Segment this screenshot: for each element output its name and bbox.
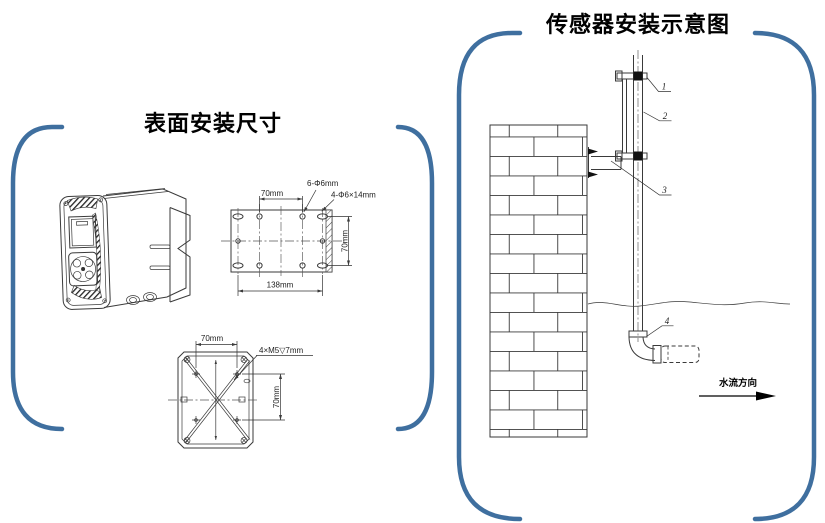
plate-dim-top: 70mm — [261, 189, 284, 198]
flow-arrow-head — [756, 391, 776, 401]
frame-left-bracket — [456, 30, 523, 522]
cable-glands — [126, 292, 157, 305]
callout-4: 4 — [665, 316, 670, 326]
mount-plate-drawing: 70mm 70mm 138mm 6-Φ6mm 4-Φ6×14mm — [221, 179, 376, 296]
frame-left-bracket — [10, 124, 65, 432]
back-plate-dim-top: 70mm — [201, 334, 224, 343]
wall-bracket-arm — [588, 147, 622, 178]
sensor-connector — [652, 345, 662, 364]
clamp-rod — [622, 79, 627, 153]
pipe-clamp-top — [615, 70, 648, 82]
plate-holes-label: 6-Φ6mm — [307, 179, 339, 188]
controller-3d-view — [59, 188, 191, 310]
frame-right-bracket — [395, 124, 435, 432]
callout-3: 3 — [661, 185, 667, 195]
anchor-bolt — [588, 148, 598, 155]
back-plate-drawing: 70mm 70mm 4×M5▽7mm — [168, 334, 313, 449]
plate-dim-bottom: 138mm — [267, 281, 294, 290]
back-plate-thread-label: 4×M5▽7mm — [259, 346, 304, 355]
clamp-bolt — [633, 151, 643, 161]
threaded-holes — [192, 370, 241, 424]
sensor-elbow — [628, 330, 662, 364]
anchor-bolt — [588, 171, 598, 178]
surface-panel-title: 表面安装尺寸 — [144, 111, 282, 136]
callouts: 1 2 3 4 — [610, 77, 674, 337]
front-bezel — [59, 194, 111, 310]
grip-texture-top — [66, 196, 98, 212]
mounting-pipe — [633, 50, 643, 342]
sensor-installation-drawing: 1 2 3 4 水流方向 — [489, 50, 791, 438]
callout-1: 1 — [662, 82, 667, 92]
display-screen — [68, 215, 97, 249]
clamp-bolt — [633, 71, 643, 81]
frame-right-bracket — [752, 30, 817, 522]
keypad — [68, 251, 99, 287]
callout-2: 2 — [663, 111, 668, 121]
surface-panel-frame — [10, 124, 435, 432]
sensor-panel-frame — [456, 30, 817, 522]
grip-texture-right — [91, 212, 102, 292]
water-line — [587, 301, 791, 307]
sensor-panel-title: 传感器安装示意图 — [545, 12, 730, 37]
back-plate-dim-right: 70mm — [272, 386, 281, 409]
flow-direction-label: 水流方向 — [719, 377, 757, 389]
sensor-body — [660, 345, 700, 363]
mounting-bracket — [169, 207, 191, 303]
brick-wall — [489, 124, 588, 438]
plate-dim-right: 70mm — [341, 230, 350, 253]
plate-slots-label: 4-Φ6×14mm — [331, 191, 376, 200]
flow-direction: 水流方向 — [699, 377, 776, 401]
